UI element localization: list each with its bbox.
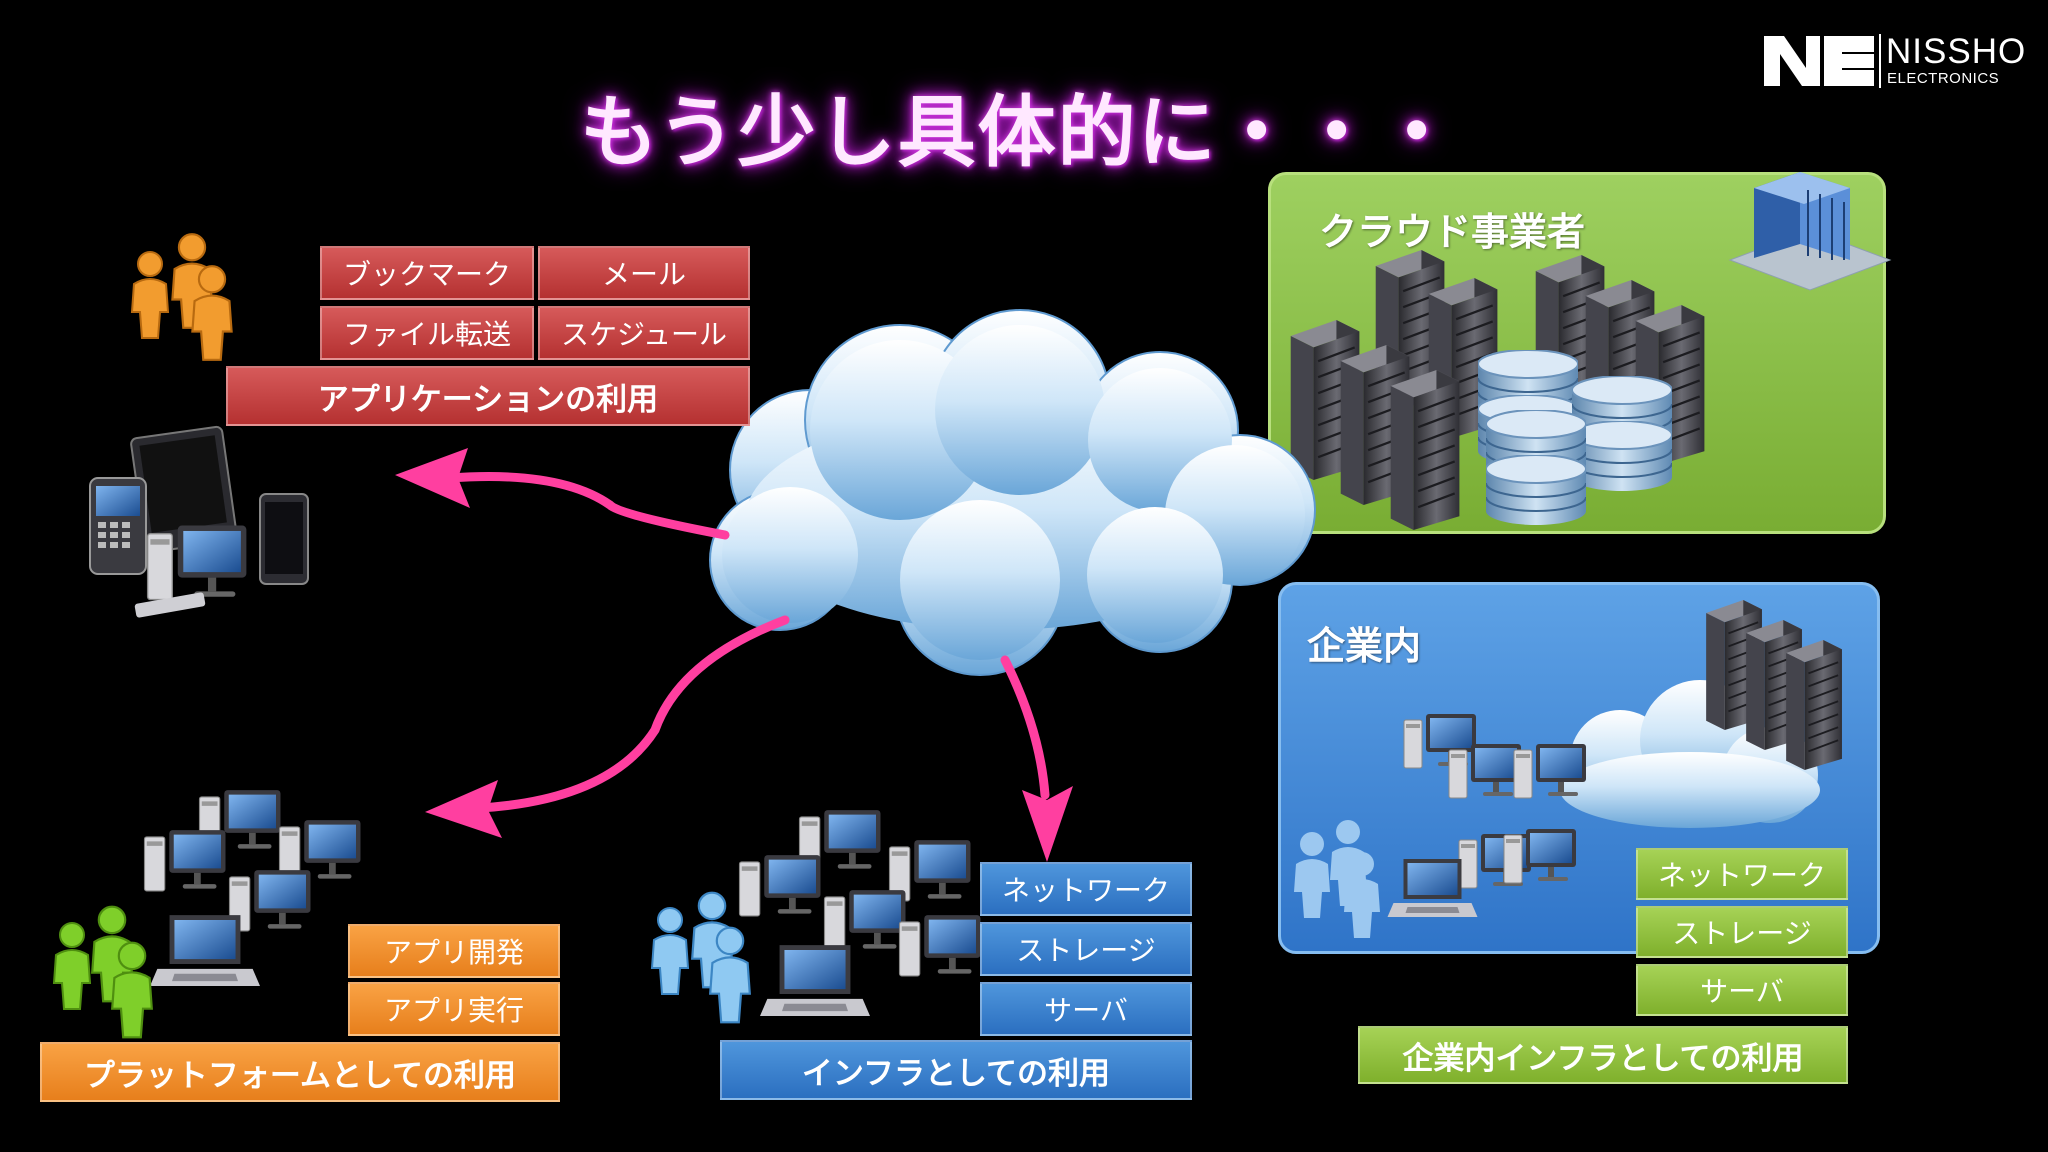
platform-banner: プラットフォームとしての利用 <box>40 1042 560 1102</box>
arrow-head-icon <box>1022 786 1073 862</box>
application-banner: アプリケーションの利用 <box>226 366 750 426</box>
logo-brand-text: NISSHO <box>1886 32 2027 71</box>
infra-item-network: ネットワーク <box>980 862 1192 916</box>
enterprise-item-server: サーバ <box>1636 964 1848 1016</box>
app-item-schedule: スケジュール <box>538 306 750 360</box>
logo: NISSHO ELECTRONICS <box>1762 30 2025 92</box>
enterprise-item-network: ネットワーク <box>1636 848 1848 900</box>
enterprise-banner: 企業内インフラとしての利用 <box>1358 1026 1848 1084</box>
cloud-provider-title: クラウド事業者 <box>1319 210 1586 254</box>
arrow-icon <box>475 615 790 813</box>
arrow-head-icon <box>425 780 502 838</box>
platform-item-app-execution: アプリ実行 <box>348 982 560 1036</box>
infra-item-server: サーバ <box>980 982 1192 1036</box>
infrastructure-banner: インフラとしての利用 <box>720 1040 1192 1100</box>
app-item-bookmark: ブックマーク <box>320 246 534 300</box>
nissho-logo-mark <box>1764 34 1881 88</box>
platform-item-app-development: アプリ開発 <box>348 924 560 978</box>
logo-sub-text: ELECTRONICS <box>1887 70 2000 87</box>
infra-item-storage: ストレージ <box>980 922 1192 976</box>
app-item-mail: メール <box>538 246 750 300</box>
slide-title: もう少し具体的に・・・ <box>580 88 1458 178</box>
arrow-icon <box>445 472 730 540</box>
app-item-file-transfer: ファイル転送 <box>320 306 534 360</box>
arrow-head-icon <box>395 448 470 508</box>
arrow-icon <box>1000 655 1050 800</box>
enterprise-item-storage: ストレージ <box>1636 906 1848 958</box>
enterprise-title: 企業内 <box>1307 624 1422 668</box>
